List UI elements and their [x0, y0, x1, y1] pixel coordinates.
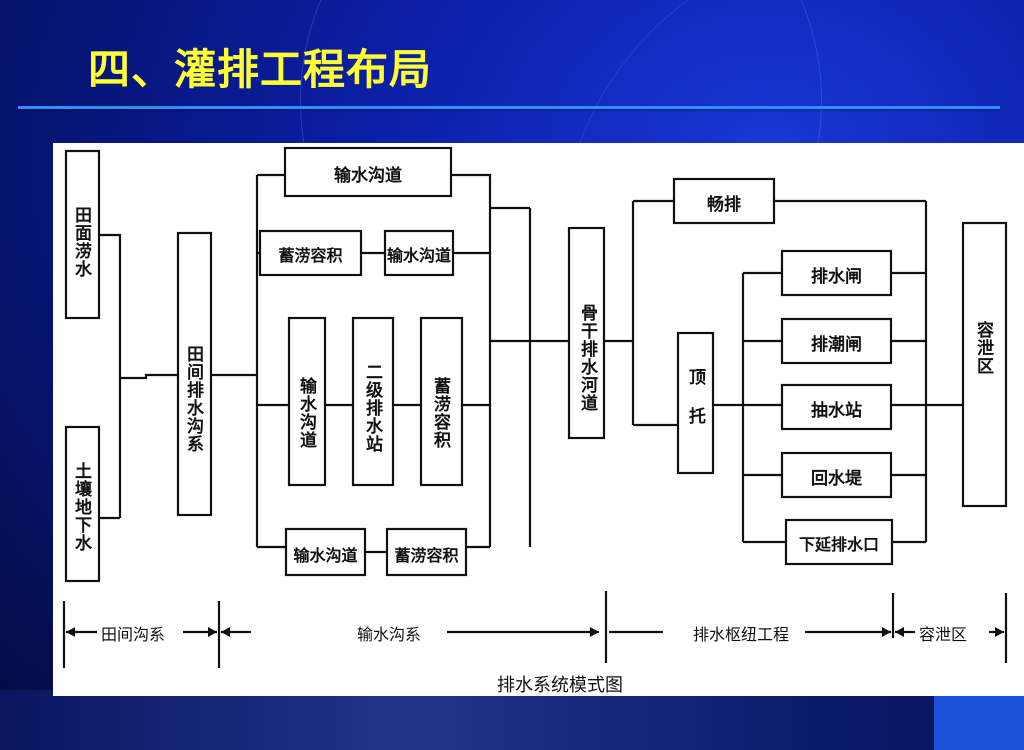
- label-storage-1: 蓄涝容积: [278, 246, 343, 265]
- label-storage-bottom: 蓄涝容积: [394, 546, 459, 565]
- box-pump-2nd: [351, 316, 395, 487]
- label-pump-2nd: 二级排水站: [362, 363, 382, 453]
- connector: [713, 271, 786, 544]
- box-convey-v: [287, 316, 327, 487]
- label-storage-v: 蓄涝容积: [430, 377, 450, 449]
- label-extended-outlet: 下延排水口: [798, 535, 879, 554]
- label-tide-gate: 排潮闸: [811, 335, 862, 355]
- slide-title: 四、灌排工程布局: [88, 45, 433, 94]
- connector: [774, 199, 963, 544]
- figure-caption: 排水系统模式图: [497, 675, 623, 696]
- system-divider: [62, 591, 1008, 668]
- diagram-lines: [62, 146, 1008, 668]
- box-storage-v: [419, 316, 464, 487]
- label-field-waterlog: 田面涝水: [71, 206, 91, 278]
- connector: [99, 233, 178, 520]
- label-sluice: 排水闸: [811, 267, 862, 287]
- connector: [528, 208, 569, 547]
- background-footer-strip: [0, 690, 1024, 750]
- connector: [211, 173, 289, 549]
- label-main-channel: 骨干排水河道: [577, 304, 597, 412]
- label-convey-bottom: 输水沟道: [293, 546, 358, 565]
- label-pump-station: 抽水站: [811, 401, 862, 421]
- label-convey-2: 输水沟道: [386, 246, 451, 265]
- connector: [451, 173, 530, 549]
- label-field-ditch: 田间排水沟系: [183, 345, 203, 453]
- title-divider: [18, 106, 1000, 109]
- box-main-channel: [567, 226, 606, 440]
- connector: [604, 199, 678, 427]
- label-convey-v: 输水沟道: [296, 377, 316, 449]
- system-hub-works: 排水枢纽工程: [689, 621, 794, 645]
- box-groundwater: [64, 425, 101, 583]
- box-convey-top: [283, 146, 453, 198]
- drainage-diagram: 田面涝水 土壤地下水 田间排水沟系 输水沟道 蓄涝容积 输水沟道 输水沟道 二级…: [53, 143, 1024, 696]
- system-receiving: 容泄区: [915, 621, 972, 645]
- caption-mask: [405, 668, 487, 694]
- label-receiving-area: 容泄区: [973, 321, 993, 375]
- box-pump-station: [780, 383, 893, 431]
- label-free-drain: 畅排: [707, 195, 741, 215]
- label-groundwater: 土壤地下水: [71, 462, 91, 552]
- label-convey-top: 输水沟道: [334, 166, 402, 186]
- background-corner-block: [934, 690, 1024, 750]
- connector: [325, 251, 421, 554]
- box-backwater: [676, 331, 715, 475]
- system-field-ditches: 田间沟系: [97, 621, 170, 645]
- system-conveyance: 输水沟系: [353, 621, 426, 645]
- label-backwater: 顶托: [685, 368, 705, 446]
- label-backflow-dike: 回水堤: [811, 469, 862, 489]
- box-receiving-area: [961, 221, 1008, 508]
